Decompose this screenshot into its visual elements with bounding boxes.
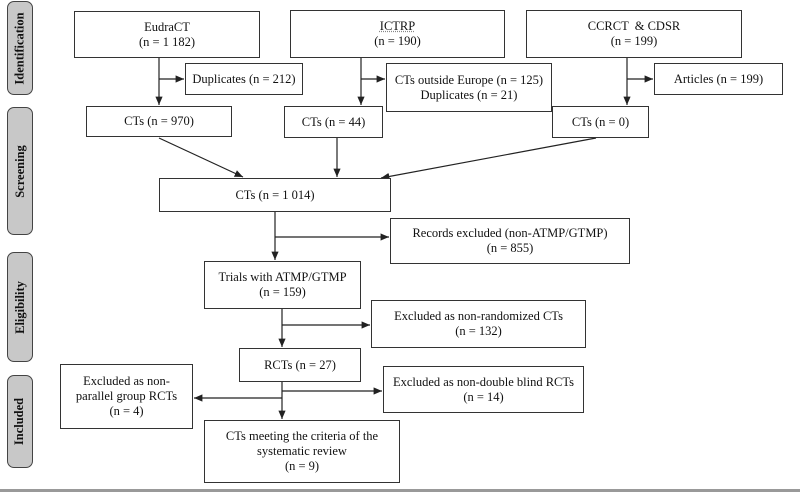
box-eudract: EudraCT(n = 1 182) xyxy=(74,11,260,58)
box-text: Excluded as non-randomized CTs xyxy=(394,309,563,323)
box-count: (n = 132) xyxy=(455,324,502,338)
box-text: CTs (n = 970) xyxy=(124,114,194,128)
box-text: CTs (n = 44) xyxy=(301,114,366,129)
stage-screening: Screening xyxy=(7,107,33,235)
box-text: Records excluded (non-ATMP/GTMP) xyxy=(412,226,608,240)
box-text: CTs outside Europe (n = 125) xyxy=(394,72,544,87)
box-records-excluded: Records excluded (non-ATMP/GTMP)(n = 855… xyxy=(390,218,630,264)
box-cts-44: CTs (n = 44) xyxy=(284,106,383,138)
box-count: (n = 4) xyxy=(109,404,144,418)
box-count: (n = 190) xyxy=(374,34,421,48)
box-text: RCTs (n = 27) xyxy=(264,357,336,372)
box-title: EudraCT xyxy=(144,19,190,34)
box-text: Excluded as non- xyxy=(83,374,170,388)
box-text: Duplicates (n = 212) xyxy=(192,71,296,86)
box-count: (n = 855) xyxy=(486,241,534,255)
box-title: CCRCT & CDSR xyxy=(587,19,681,33)
box-excluded-nonparallel: Excluded as non-parallel group RCTs(n = … xyxy=(60,364,193,429)
bottom-divider xyxy=(0,489,800,492)
box-cts-970: CTs (n = 970) xyxy=(86,106,232,137)
box-outside-europe: CTs outside Europe (n = 125)Duplicates (… xyxy=(386,63,552,112)
arrow xyxy=(158,137,244,178)
box-text: CTs (n = 0) xyxy=(571,114,630,129)
box-text: Duplicates (n = 21) xyxy=(420,87,518,102)
box-text: Excluded as non-double blind RCTs xyxy=(392,374,575,389)
box-ccrct-cdsr: CCRCT & CDSR(n = 199) xyxy=(526,10,742,58)
box-title: ICTRP xyxy=(379,19,416,33)
box-excluded-nondouble-blind: Excluded as non-double blind RCTs(n = 14… xyxy=(383,366,584,413)
box-count: (n = 159) xyxy=(259,285,306,299)
box-text: CTs meeting the criteria of the xyxy=(225,429,379,443)
box-text: systematic review xyxy=(257,444,347,458)
box-articles: Articles (n = 199) xyxy=(654,63,783,95)
arrow xyxy=(380,137,597,181)
box-count: (n = 14) xyxy=(463,389,504,404)
box-trials-atmp: Trials with ATMP/GTMP(n = 159) xyxy=(204,261,361,309)
box-cts-1014: CTs (n = 1 014) xyxy=(159,178,391,212)
box-ictrp: ICTRP(n = 190) xyxy=(290,10,505,58)
stage-included: Included xyxy=(7,375,33,468)
box-rcts-27: RCTs (n = 27) xyxy=(239,348,361,382)
stage-eligibility: Eligibility xyxy=(7,252,33,362)
box-duplicates-212: Duplicates (n = 212) xyxy=(185,63,303,95)
box-text: Articles (n = 199) xyxy=(673,71,764,86)
stage-identification: Identification xyxy=(7,1,33,95)
box-text: CTs (n = 1 014) xyxy=(235,187,315,202)
box-excluded-nonrandomized: Excluded as non-randomized CTs(n = 132) xyxy=(371,300,586,348)
box-text: Trials with ATMP/GTMP xyxy=(218,270,347,284)
box-count: (n = 199) xyxy=(610,34,658,48)
box-count: (n = 9) xyxy=(284,459,320,473)
box-text: parallel group RCTs xyxy=(75,389,178,403)
box-count: (n = 1 182) xyxy=(139,34,195,49)
box-cts-0: CTs (n = 0) xyxy=(552,106,649,138)
